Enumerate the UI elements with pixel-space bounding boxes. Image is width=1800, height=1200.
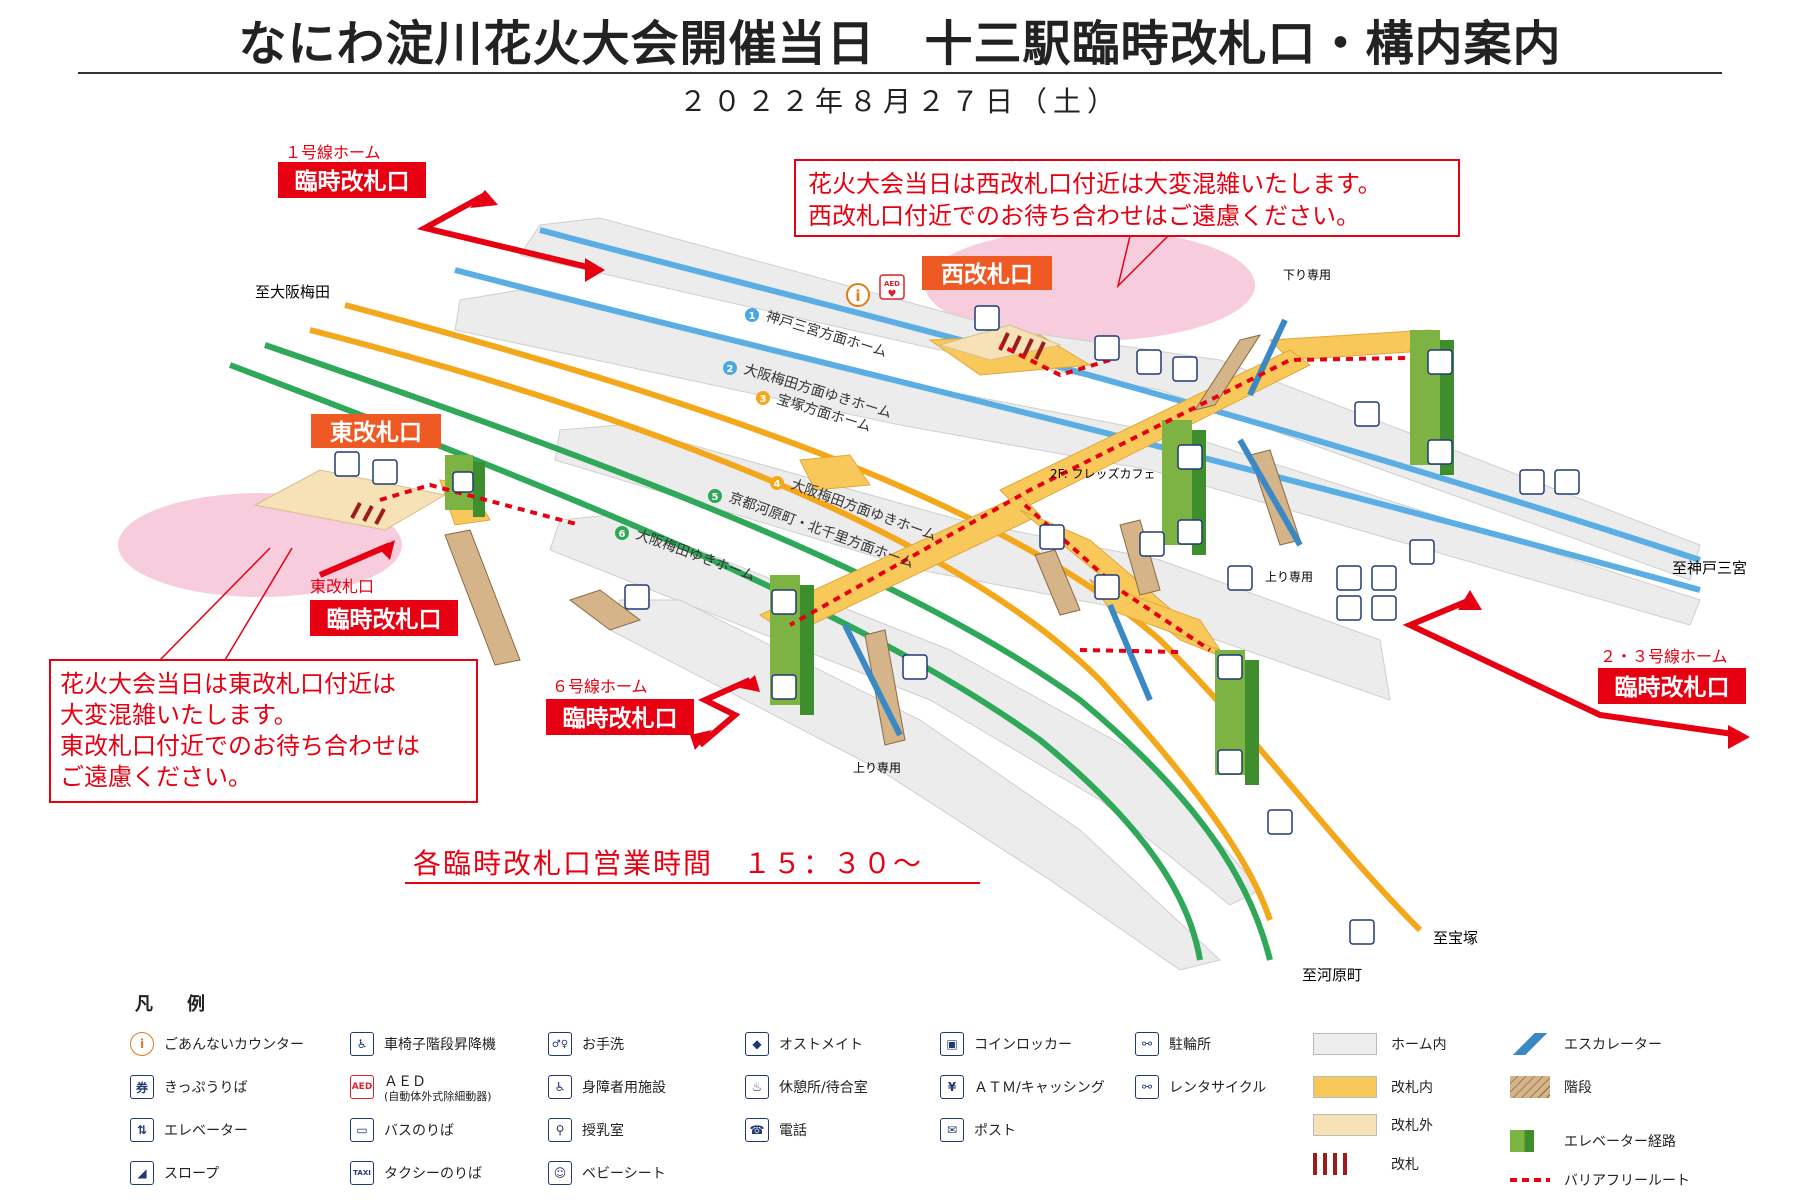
east-notice-line2: 大変混雑いたします。 xyxy=(60,701,298,729)
escalators xyxy=(842,318,1303,737)
east-caption: 東改札口 xyxy=(310,577,374,596)
temp-gate-label-east: 臨時改札口 xyxy=(327,606,442,633)
up-only-label-east: 上り専用 xyxy=(1265,570,1313,584)
temp-gate-label-line23: 臨時改札口 xyxy=(1615,674,1730,701)
out-gate-area xyxy=(253,324,1062,531)
temp-gate-arrows xyxy=(318,192,1741,748)
west-notice-line2: 西改札口付近でのお待ち合わせはご遠慮ください。 xyxy=(808,202,1360,230)
platform-3-number: 3 xyxy=(760,394,767,405)
west-notice-box xyxy=(794,159,1460,237)
platform-slabs xyxy=(454,217,1701,971)
platform-number-badge xyxy=(745,308,759,322)
title-underline xyxy=(78,72,1722,74)
callout-lines xyxy=(159,235,1169,661)
temp-gate-sign-line1 xyxy=(278,162,426,198)
east-notice-line4: ご遠慮ください。 xyxy=(60,763,252,791)
up-only-label-center: 上り専用 xyxy=(853,761,901,775)
cafe-label: 2F: フレッズカフェ xyxy=(1050,466,1155,481)
svg-text:AED: AED xyxy=(884,280,900,288)
map-pictograms xyxy=(334,305,1580,945)
page-title: なにわ淀川花火大会開催当日 十三駅臨時改札口・構内案内 xyxy=(238,16,1562,72)
east-notice-line1: 花火大会当日は東改札口付近は xyxy=(60,670,396,698)
down-only-label: 下り専用 xyxy=(1283,268,1331,282)
platform-number-badge xyxy=(770,476,784,490)
event-date: ２０２２年８月２７日（土） xyxy=(678,85,1121,118)
west-gate-sign xyxy=(922,256,1052,290)
line1-caption: １号線ホーム xyxy=(285,143,381,162)
platform-2-number: 2 xyxy=(727,364,734,375)
direction-kobe-sannomiya: 至神戸三宮 xyxy=(1672,559,1747,577)
direction-takarazuka: 至宝塚 xyxy=(1433,929,1478,947)
info-counter-icon: i xyxy=(846,283,870,307)
east-gate-label: 東改札口 xyxy=(330,420,422,446)
stairs xyxy=(444,334,1301,746)
temp-gate-sign-east xyxy=(310,600,458,636)
temp-gate-sign-line23 xyxy=(1598,668,1746,704)
line6-caption: ６号線ホーム xyxy=(552,677,648,696)
direction-osaka-umeda: 至大阪梅田 xyxy=(255,283,330,301)
direction-kawaramachi: 至河原町 xyxy=(1302,966,1362,984)
east-notice-line3: 東改札口付近でのお待ち合わせは xyxy=(60,732,420,760)
arrow-heads xyxy=(378,190,1750,750)
temp-gate-sign-line6 xyxy=(546,699,694,735)
platform-5-number: 5 xyxy=(712,492,719,503)
platform-numbers: 1 2 3 4 5 6 xyxy=(619,311,781,540)
line23-caption: ２・３号線ホーム xyxy=(1600,647,1728,666)
platform-number-badge xyxy=(615,526,629,540)
temp-gate-hours: 各臨時改札口営業時間 １５：３０～ xyxy=(413,847,923,880)
east-gate-sign xyxy=(311,414,441,448)
west-gate-label: 西改札口 xyxy=(941,262,1033,288)
platform-number-badge xyxy=(756,391,770,405)
temp-gate-label-line1: 臨時改札口 xyxy=(295,168,410,195)
svg-text:i: i xyxy=(855,287,860,305)
east-notice-box xyxy=(49,659,478,803)
platform-4-number: 4 xyxy=(774,479,781,490)
platform-1-number: 1 xyxy=(749,311,756,322)
svg-text:♥: ♥ xyxy=(888,289,897,300)
platform-6-number: 6 xyxy=(619,529,626,540)
platform-number-badge xyxy=(708,489,722,503)
west-notice-line1: 花火大会当日は西改札口付近は大変混雑いたします。 xyxy=(808,170,1382,198)
temp-gate-label-line6: 臨時改札口 xyxy=(563,705,678,732)
aed-map-icon: AED ♥ xyxy=(879,274,905,300)
platform-number-badge xyxy=(723,361,737,375)
takarazuka-line-tracks xyxy=(309,302,1423,933)
